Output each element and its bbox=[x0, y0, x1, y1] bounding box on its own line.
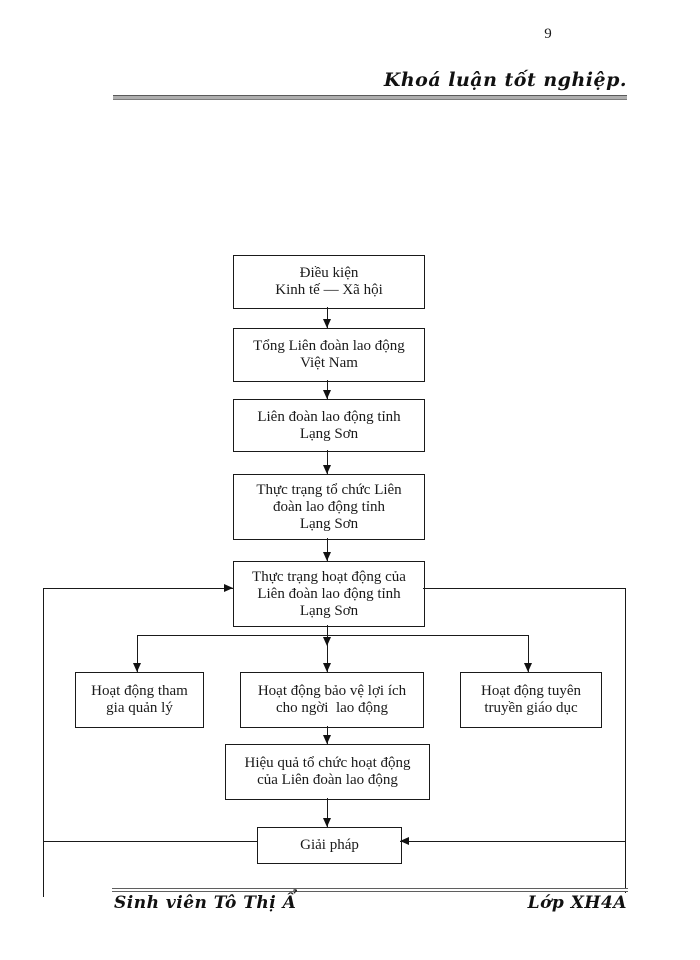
node-line: đoàn lao động tỉnh bbox=[272, 498, 386, 515]
node-line: truyền giáo dục bbox=[484, 700, 578, 716]
node-line: Kinh tế — Xã hội bbox=[275, 282, 383, 298]
footer-student-name: Sinh viên Tô Thị Ẩ bbox=[114, 893, 297, 913]
arrow-down-icon bbox=[323, 319, 331, 328]
connector-line bbox=[43, 841, 257, 842]
flow-node-lien-doan-tinh: Liên đoàn lao động tỉnh Lạng Sơn bbox=[233, 399, 425, 452]
node-line: Liên đoàn lao động tỉnh bbox=[257, 585, 401, 602]
node-line: Lạng Sơn bbox=[299, 425, 359, 442]
connector-line bbox=[327, 538, 328, 561]
node-line: Hoạt động bảo vệ lợi ích bbox=[257, 683, 407, 699]
connector-line bbox=[327, 450, 328, 474]
page-number: 9 bbox=[544, 26, 552, 42]
arrow-down-icon bbox=[323, 552, 331, 561]
node-line: Liên đoàn lao động tỉnh bbox=[257, 408, 401, 425]
arrow-down-icon bbox=[323, 818, 331, 827]
flow-node-bao-ve-loi-ich: Hoạt động bảo vệ lợi ích cho ngời lao độ… bbox=[240, 672, 424, 728]
flow-node-hieu-qua: Hiệu quả tổ chức hoạt động của Liên đoàn… bbox=[225, 744, 430, 800]
arrow-down-icon bbox=[323, 735, 331, 744]
node-line: gia quản lý bbox=[106, 700, 173, 716]
footer-class-label: Lớp XH4A bbox=[527, 893, 627, 913]
flow-node-tuyen-truyen: Hoạt động tuyên truyền giáo dục bbox=[460, 672, 602, 728]
flow-node-thuc-trang-to-chuc: Thực trạng tổ chức Liên đoàn lao động tỉ… bbox=[233, 474, 425, 540]
node-line: Lạng Sơn bbox=[299, 515, 359, 532]
connector-line bbox=[625, 588, 626, 893]
flow-node-tong-lien-doan: Tổng Liên đoàn lao động Việt Nam bbox=[233, 328, 425, 382]
flow-node-giai-phap: Giải pháp bbox=[257, 827, 402, 864]
arrow-down-icon bbox=[133, 663, 141, 672]
node-line: Tổng Liên đoàn lao động bbox=[253, 338, 405, 354]
connector-line bbox=[400, 841, 625, 842]
node-line: của Liên đoàn lao động bbox=[257, 772, 398, 788]
node-line: Giải pháp bbox=[300, 837, 359, 853]
arrow-down-icon bbox=[323, 663, 331, 672]
connector-line bbox=[423, 588, 625, 589]
connector-line bbox=[137, 635, 529, 636]
connector-line bbox=[528, 635, 529, 672]
footer-rule bbox=[112, 888, 628, 892]
node-line: Hoạt động tham bbox=[91, 683, 188, 699]
node-line: Việt Nam bbox=[300, 355, 358, 371]
connector-line bbox=[327, 380, 328, 399]
arrow-down-icon bbox=[524, 663, 532, 672]
arrow-down-icon bbox=[323, 465, 331, 474]
node-line: Điều kiện bbox=[299, 265, 359, 281]
connector-line bbox=[137, 635, 138, 672]
node-line: Thực trạng tổ chức Liên bbox=[256, 481, 402, 498]
node-line: cho ngời lao động bbox=[275, 700, 389, 716]
arrow-down-icon bbox=[323, 390, 331, 399]
connector-line bbox=[327, 307, 328, 328]
flow-node-tham-gia-quan-ly: Hoạt động tham gia quản lý bbox=[75, 672, 204, 728]
connector-line bbox=[327, 625, 328, 672]
node-line: Thực trạng hoạt động của bbox=[252, 568, 406, 585]
node-line: Hoạt động tuyên bbox=[481, 683, 581, 699]
header-rule bbox=[113, 95, 627, 100]
connector-line bbox=[327, 798, 328, 827]
flow-node-thuc-trang-hoat-dong: Thực trạng hoạt động của Liên đoàn lao đ… bbox=[233, 561, 425, 627]
arrow-right-icon bbox=[224, 584, 233, 592]
arrow-left-icon bbox=[400, 837, 409, 845]
connector-line bbox=[43, 588, 44, 897]
node-line: Lạng Sơn bbox=[299, 602, 359, 619]
connector-line bbox=[43, 588, 233, 589]
node-line: Hiệu quả tổ chức hoạt động bbox=[244, 755, 411, 771]
header-title: Khoá luận tốt nghiệp. bbox=[383, 69, 627, 91]
flow-node-dieu-kien: Điều kiện Kinh tế — Xã hội bbox=[233, 255, 425, 309]
arrow-down-icon bbox=[323, 637, 331, 646]
